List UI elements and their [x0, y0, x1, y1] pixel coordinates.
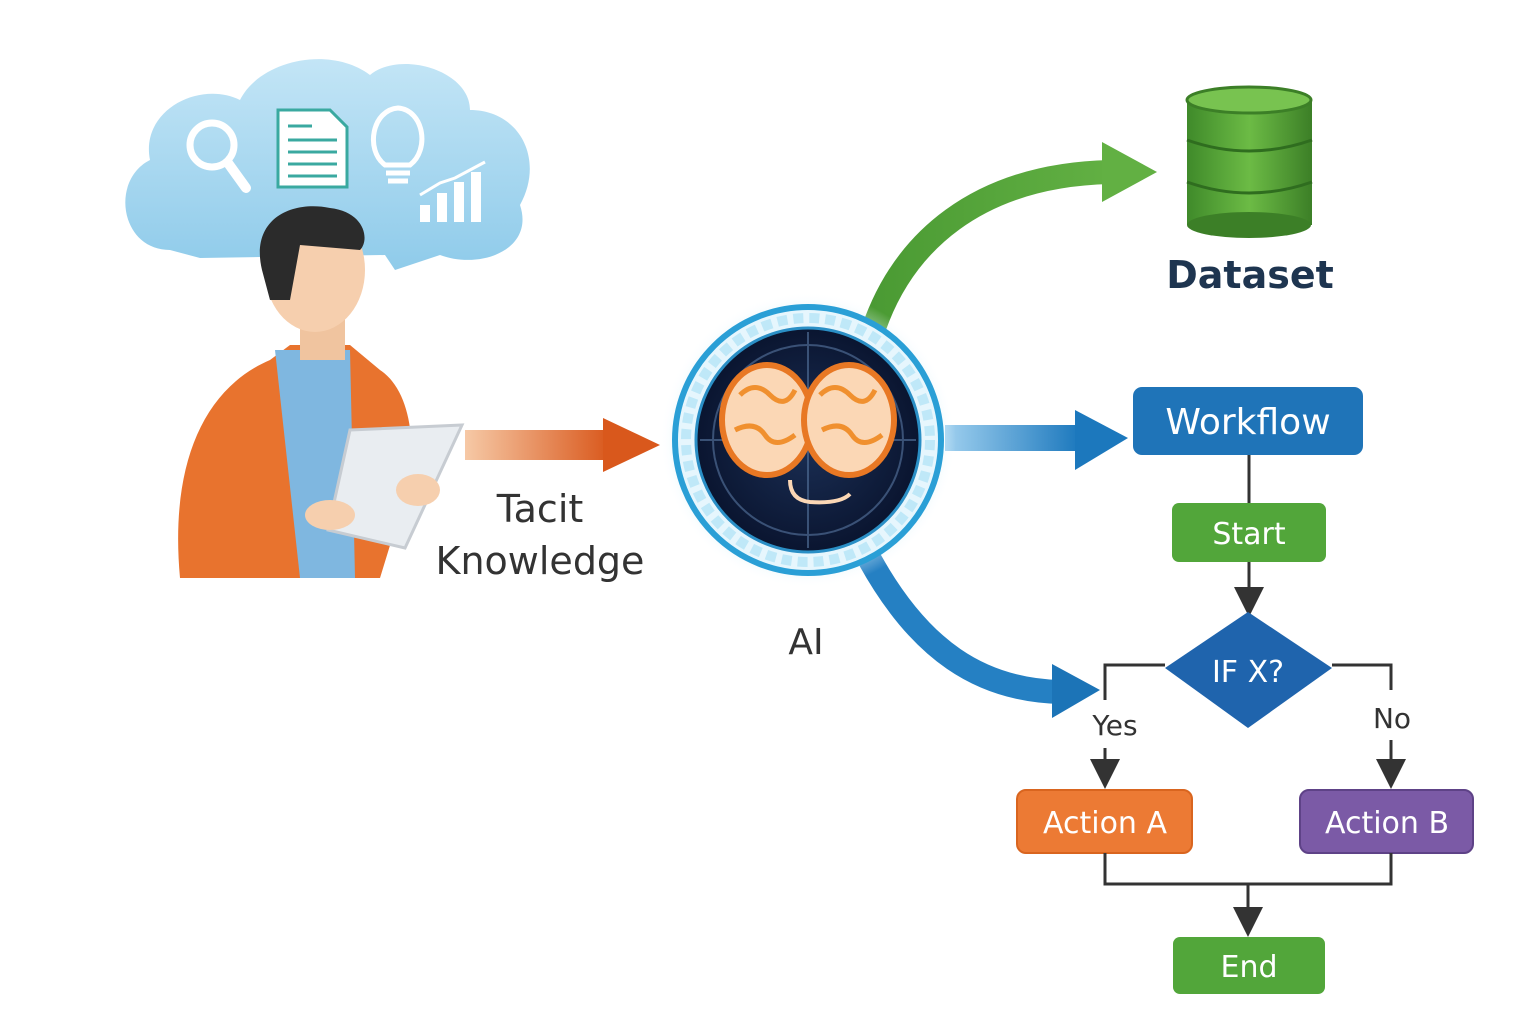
bar-chart-icon: [419, 160, 486, 222]
tablet: [326, 423, 465, 550]
ai-label: AI: [788, 622, 823, 663]
tacit-knowledge-arrow: [465, 418, 660, 472]
action-a-label: Action A: [1043, 806, 1167, 841]
tacit-label-line1: Tacit: [496, 487, 584, 531]
database-icon: [1185, 85, 1313, 238]
end-node: [1173, 937, 1325, 994]
lightbulb-icon: [370, 105, 425, 184]
thought-cloud: [125, 59, 530, 270]
action-b-node: [1299, 789, 1474, 854]
person-illustration: [178, 206, 465, 578]
document-icon: [276, 108, 349, 189]
yes-label: Yes: [1091, 709, 1137, 742]
no-label: No: [1373, 702, 1411, 735]
start-node: [1172, 503, 1326, 562]
tacit-label-line2: Knowledge: [436, 539, 645, 583]
start-label: Start: [1212, 517, 1286, 552]
dataset-label: Dataset: [1166, 253, 1334, 297]
workflow-box: [1133, 387, 1363, 455]
search-icon: [186, 119, 251, 193]
decision-node: [1165, 612, 1332, 728]
dataset-arrow: [858, 142, 1157, 344]
decision-label: IF X?: [1212, 655, 1284, 690]
ai-core: [660, 292, 956, 588]
workflow-flowchart: Workflow Start IF X? Yes No Action A Act…: [1016, 387, 1474, 994]
flowchart-arrow: [859, 554, 1100, 718]
workflow-arrow: [945, 410, 1128, 470]
action-b-label: Action B: [1325, 806, 1449, 841]
workflow-label: Workflow: [1165, 402, 1330, 443]
brain-icon: [719, 362, 897, 505]
end-label: End: [1220, 950, 1277, 985]
